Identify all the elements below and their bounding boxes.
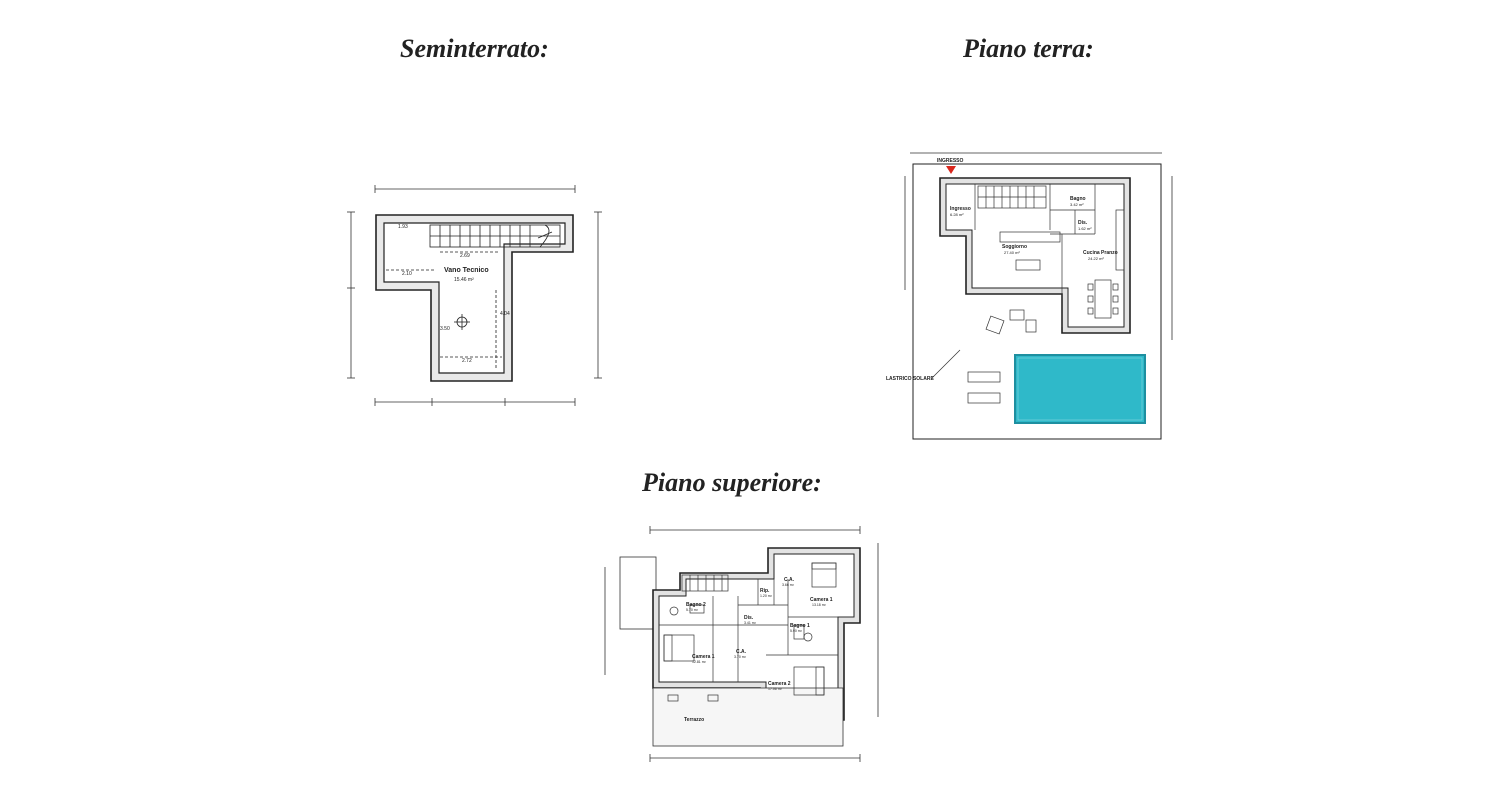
room-area: 5.90 m² — [790, 629, 803, 633]
room-label: Bagno 1 — [790, 623, 810, 629]
room-label: Bagno 2 — [686, 602, 706, 608]
dim-label: 2.72 — [462, 358, 472, 364]
room-area: 5.70 m² — [686, 608, 699, 612]
room-label: Soggiorno — [1002, 244, 1027, 250]
basement-title: Seminterrato: — [400, 34, 549, 63]
room-label: Camera 1 — [692, 654, 715, 660]
room-label: C.A. — [784, 577, 795, 583]
basement-floor-plan: Vano Tecnico 15.46 m² 1.93 2.69 2.10 4.0… — [347, 185, 602, 406]
basement-room-area: 15.46 m² — [454, 277, 474, 283]
dim-label: 2.10 — [402, 271, 412, 277]
room-area: 3.66 m² — [782, 583, 795, 587]
room-area: 17.06 m² — [768, 687, 783, 691]
room-label: C.A. — [736, 649, 747, 655]
entrance-arrow-icon — [946, 166, 956, 174]
terrace-label: Terrazzo — [684, 717, 704, 723]
dim-label: 1.93 — [398, 224, 408, 230]
terrace-label: LASTRICO SOLARE — [886, 376, 934, 382]
room-label: Dis. — [1078, 220, 1088, 226]
room-area: 12.81 m² — [692, 660, 707, 664]
ground-floor-plan: INGRESSO Ingr — [886, 152, 1173, 440]
upper-floor-plan: Bagno 2 5.70 m² C.A. 3.66 m² Rip. 1.20 m… — [604, 526, 879, 762]
swimming-pool — [1014, 354, 1146, 424]
room-area: 3.42 m² — [1070, 202, 1084, 207]
room-area: 27.40 m² — [1004, 250, 1020, 255]
room-area: 1.20 m² — [760, 594, 773, 598]
dim-label: 3.50 — [440, 326, 450, 332]
room-label: Camera 2 — [768, 681, 791, 687]
room-area: 1.62 m² — [1078, 226, 1092, 231]
ground-floor-title: Piano terra: — [963, 34, 1094, 63]
room-area: 13.18 m² — [812, 603, 827, 607]
dim-label: 4.04 — [500, 311, 510, 317]
room-label: Rip. — [760, 588, 770, 594]
room-area: 6.28 m² — [950, 212, 964, 217]
room-label: Bagno — [1070, 196, 1086, 202]
basement-room-name: Vano Tecnico — [444, 267, 489, 274]
room-label: Dis. — [744, 615, 754, 621]
room-label: Ingresso — [950, 206, 971, 212]
room-label: Camera 1 — [810, 597, 833, 603]
room-area: 3.70 m² — [734, 655, 747, 659]
entrance-label: INGRESSO — [937, 158, 964, 164]
upper-floor-title: Piano superiore: — [642, 468, 822, 497]
room-area: 24.22 m² — [1088, 256, 1104, 261]
room-label: Cucina Pranzo — [1083, 250, 1118, 256]
room-area: 3.41 m² — [744, 621, 757, 625]
dim-label: 2.69 — [460, 253, 470, 259]
